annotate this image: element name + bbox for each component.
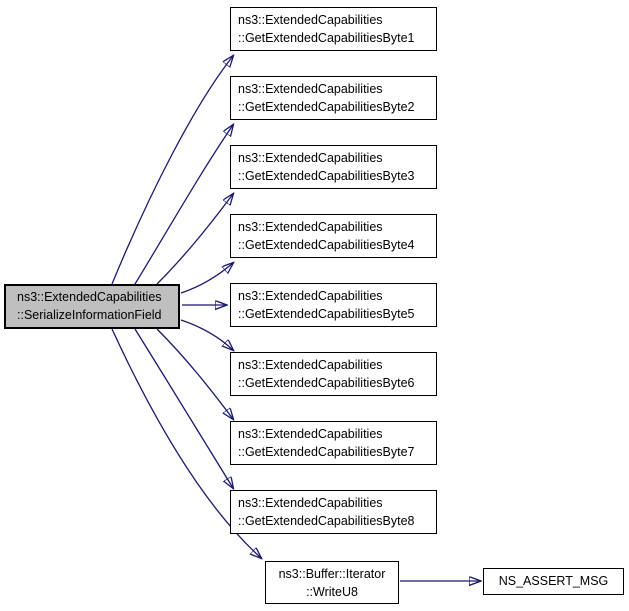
node-label-line: ::GetExtendedCapabilitiesByte1 [238,31,415,45]
node-label-line: ::GetExtendedCapabilitiesByte2 [238,100,415,114]
edge-main-to-byte8 [134,328,233,488]
node-get-extended-capabilities-byte7[interactable]: ns3::ExtendedCapabilities ::GetExtendedC… [230,421,437,465]
edge-main-to-byte2 [134,125,233,285]
node-buffer-iterator-writeu8[interactable]: ns3::Buffer::Iterator ::WriteU8 [265,561,399,604]
node-get-extended-capabilities-byte4[interactable]: ns3::ExtendedCapabilities ::GetExtendedC… [230,214,437,258]
node-label-line: ns3::ExtendedCapabilities [238,427,383,441]
node-serialize-information-field: ns3::ExtendedCapabilities ::SerializeInf… [4,284,180,329]
node-label-line: ::GetExtendedCapabilitiesByte5 [238,307,415,321]
node-label-line: ns3::ExtendedCapabilities [238,151,383,165]
node-label-line: ns3::ExtendedCapabilities [238,289,383,303]
node-label-line: ns3::ExtendedCapabilities [238,220,383,234]
node-label-line: ::GetExtendedCapabilitiesByte6 [238,376,415,390]
node-label-line: ::GetExtendedCapabilitiesByte8 [238,514,415,528]
node-label-line: ns3::ExtendedCapabilities [238,82,383,96]
node-label-line: ns3::ExtendedCapabilities [238,358,383,372]
node-ns-assert-msg[interactable]: NS_ASSERT_MSG [483,568,624,595]
edge-main-to-byte4 [180,263,233,294]
node-label-line: ::GetExtendedCapabilitiesByte3 [238,169,415,183]
node-label-line: NS_ASSERT_MSG [498,574,609,588]
node-label-line: ns3::ExtendedCapabilities [238,13,383,27]
node-get-extended-capabilities-byte2[interactable]: ns3::ExtendedCapabilities ::GetExtendedC… [230,76,437,120]
node-get-extended-capabilities-byte3[interactable]: ns3::ExtendedCapabilities ::GetExtendedC… [230,145,437,189]
node-label-line: ns3::Buffer::Iterator [278,567,386,581]
edge-main-to-byte3 [156,194,233,285]
node-label-line: ns3::ExtendedCapabilities [17,290,162,304]
edge-main-to-byte7 [156,328,233,419]
node-get-extended-capabilities-byte1[interactable]: ns3::ExtendedCapabilities ::GetExtendedC… [230,7,437,51]
node-label-line: ::GetExtendedCapabilitiesByte7 [238,445,415,459]
node-label-line: ::WriteU8 [306,585,358,599]
node-label-line: ::SerializeInformationField [17,308,162,322]
node-get-extended-capabilities-byte6[interactable]: ns3::ExtendedCapabilities ::GetExtendedC… [230,352,437,396]
edge-main-to-byte1 [111,56,233,285]
edge-main-to-byte6 [180,319,233,350]
edge-main-to-writeu8 [111,328,261,558]
node-get-extended-capabilities-byte5[interactable]: ns3::ExtendedCapabilities ::GetExtendedC… [230,283,437,327]
node-label-line: ns3::ExtendedCapabilities [238,496,383,510]
node-label-line: ::GetExtendedCapabilitiesByte4 [238,238,415,252]
node-get-extended-capabilities-byte8[interactable]: ns3::ExtendedCapabilities ::GetExtendedC… [230,490,437,534]
